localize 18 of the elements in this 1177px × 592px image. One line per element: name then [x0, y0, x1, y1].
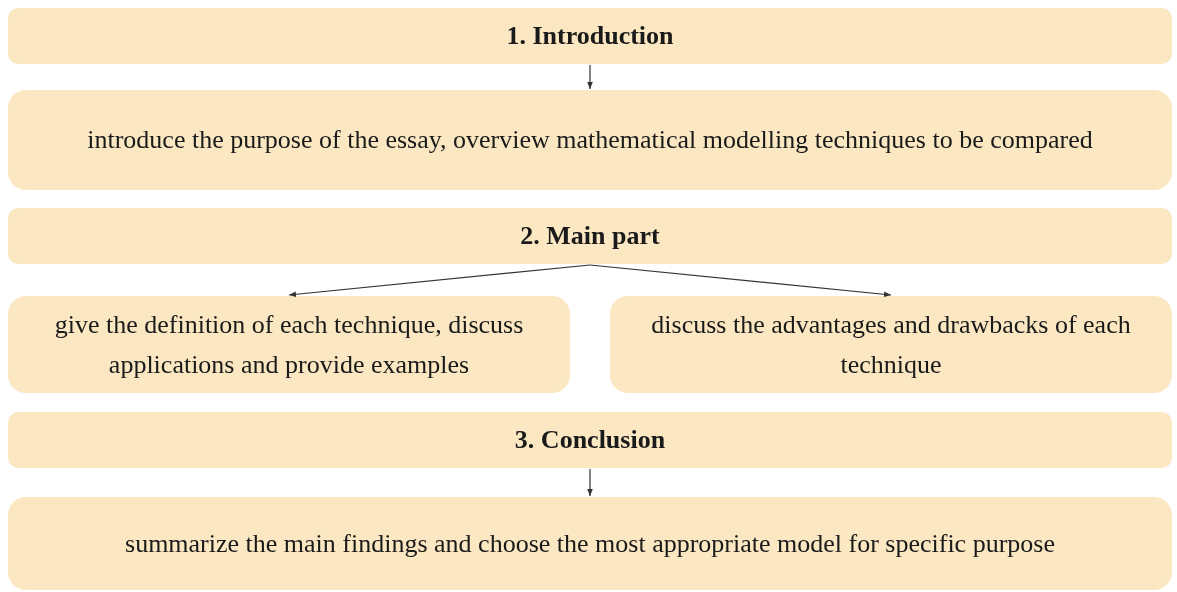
section-header-box [8, 412, 1172, 468]
box-text: discuss the advantages and drawbacks of each technique [650, 308, 1132, 381]
section-header-box [8, 208, 1172, 264]
content-box [8, 296, 570, 393]
arrow [587, 64, 593, 90]
arrow [587, 468, 593, 497]
section-title: 1. Introduction [506, 20, 674, 52]
section-header-box [8, 8, 1172, 64]
content-box [8, 90, 1172, 190]
arrow [288, 264, 591, 298]
arrow [589, 264, 892, 298]
content-box [8, 497, 1172, 590]
box-text: give the definition of each technique, discuss applications and provide examples [53, 308, 525, 381]
box-text: introduce the purpose of the essay, overview mathematical modelling techniques to be compared [87, 124, 1093, 156]
box-text: summarize the main findings and choose the most appropriate model for specific purpose [125, 527, 1055, 560]
section-title: 3. Conclusion [514, 424, 666, 456]
content-box [610, 296, 1172, 393]
section-title: 2. Main part [520, 220, 660, 252]
